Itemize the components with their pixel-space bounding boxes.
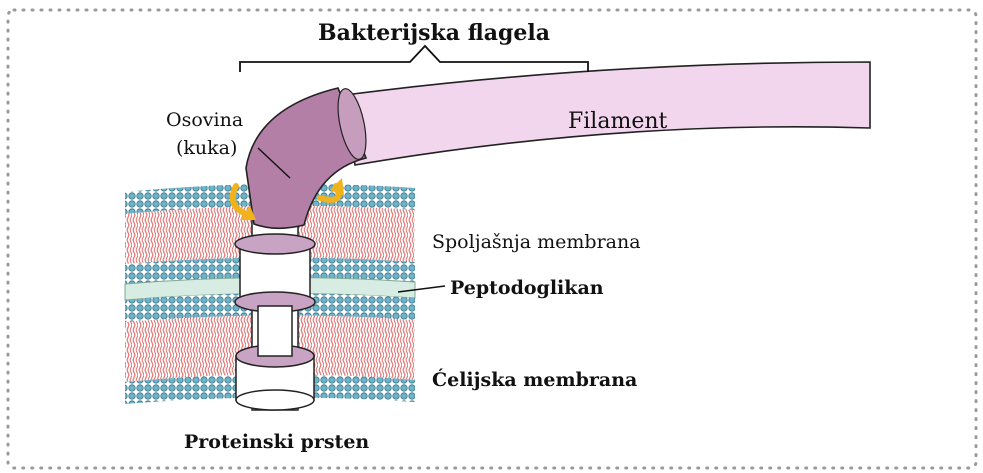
- hook-label-line2: (kuka): [176, 137, 237, 159]
- protein-ring-label: Proteinski prsten: [184, 431, 369, 453]
- title-brace: [240, 46, 588, 72]
- diagram-title: Bakterijska flagela: [318, 20, 550, 46]
- cell-membrane-label: Ćelijska membrana: [432, 368, 637, 391]
- peptidoglycan-label: Peptodoglikan: [450, 277, 604, 299]
- filament-label: Filament: [568, 109, 668, 134]
- hook-label-line1: Osovina: [166, 109, 243, 131]
- outer-membrane-label: Spoljašnja membrana: [432, 231, 641, 253]
- outer-ring: [235, 234, 315, 254]
